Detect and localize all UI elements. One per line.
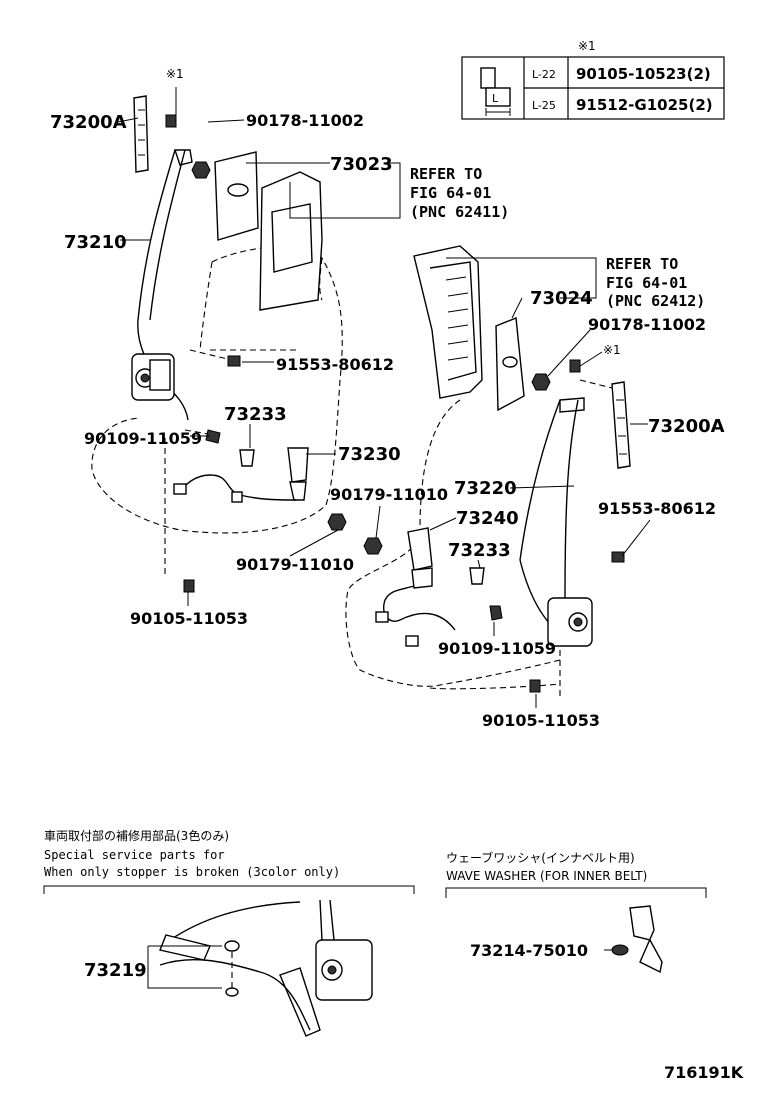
- svg-text:(PNC 62411): (PNC 62411): [410, 203, 509, 221]
- dim-label: L: [492, 92, 499, 105]
- part-labels: ※1 73200A 90178-11002 73023 73210 91553-…: [50, 67, 725, 730]
- label-73233-left: 73233: [224, 404, 287, 425]
- bolt-icon: [480, 67, 511, 116]
- washer-title-jp: ウェーブワッシャ(インナベルト用): [446, 850, 635, 865]
- leader-lines: [117, 117, 651, 708]
- svg-text:(PNC 62412): (PNC 62412): [606, 292, 705, 310]
- label-note-right: ※1: [603, 343, 621, 357]
- label-note-left: ※1: [166, 67, 184, 81]
- part-row-2: 91512-G1025(2): [576, 96, 713, 114]
- label-91553-right: 91553-80612: [598, 499, 716, 518]
- svg-text:FIG 64-01: FIG 64-01: [410, 184, 491, 202]
- service-title-jp: 車両取付部の補修用部品(3色のみ): [44, 828, 229, 843]
- svg-text:FIG 64-01: FIG 64-01: [606, 274, 687, 292]
- wave-washer-section: ウェーブワッシャ(インナベルト用) WAVE WASHER (FOR INNER…: [445, 850, 707, 974]
- fastener-table: ※1 L L-22 L-25 90105-10523(2) 91512-G102…: [461, 39, 725, 120]
- service-parts-section: 車両取付部の補修用部品(3色のみ) Special service parts …: [43, 828, 415, 1037]
- label-90105-right: 90105-11053: [482, 711, 600, 730]
- label-91553-left: 91553-80612: [276, 355, 394, 374]
- label-90105-left: 90105-11053: [130, 609, 248, 628]
- svg-text:REFER TO: REFER TO: [410, 165, 482, 183]
- label-73220: 73220: [454, 478, 517, 499]
- part-row-1: 90105-10523(2): [576, 65, 711, 83]
- svg-text:REFER TO: REFER TO: [606, 255, 678, 273]
- refer-note-left: REFER TO FIG 64-01 (PNC 62411): [410, 165, 509, 221]
- label-73214-75010: 73214-75010: [470, 941, 588, 960]
- label-90179-left: 90179-11010: [236, 555, 354, 574]
- figure-id: 716191K: [664, 1063, 744, 1082]
- label-73200A-right: 73200A: [648, 416, 725, 437]
- label-73023: 73023: [330, 154, 393, 175]
- label-73024: 73024: [530, 288, 593, 309]
- label-90109-left: 90109-11059: [84, 429, 202, 448]
- label-73219: 73219: [84, 960, 147, 981]
- washer-title-en: WAVE WASHER (FOR INNER BELT): [446, 869, 647, 883]
- length-l22: L-22: [532, 68, 556, 81]
- right-seat-belt-assembly: [345, 245, 631, 700]
- label-90179-right: 90179-11010: [330, 485, 448, 504]
- label-73240: 73240: [456, 508, 519, 529]
- length-l25: L-25: [532, 99, 556, 112]
- left-seat-belt-assembly: [91, 87, 347, 593]
- service-title-en-2: When only stopper is broken (3color only…: [44, 865, 340, 879]
- label-90178-right: 90178-11002: [588, 315, 706, 334]
- label-73210: 73210: [64, 232, 127, 253]
- table-note-mark: ※1: [578, 39, 596, 53]
- refer-note-right: REFER TO FIG 64-01 (PNC 62412): [606, 255, 705, 310]
- label-90178-left: 90178-11002: [246, 111, 364, 130]
- label-73230: 73230: [338, 444, 401, 465]
- label-90109-right: 90109-11059: [438, 639, 556, 658]
- label-73200A-left: 73200A: [50, 112, 127, 133]
- service-title-en-1: Special service parts for: [44, 848, 225, 862]
- label-73233-right: 73233: [448, 540, 511, 561]
